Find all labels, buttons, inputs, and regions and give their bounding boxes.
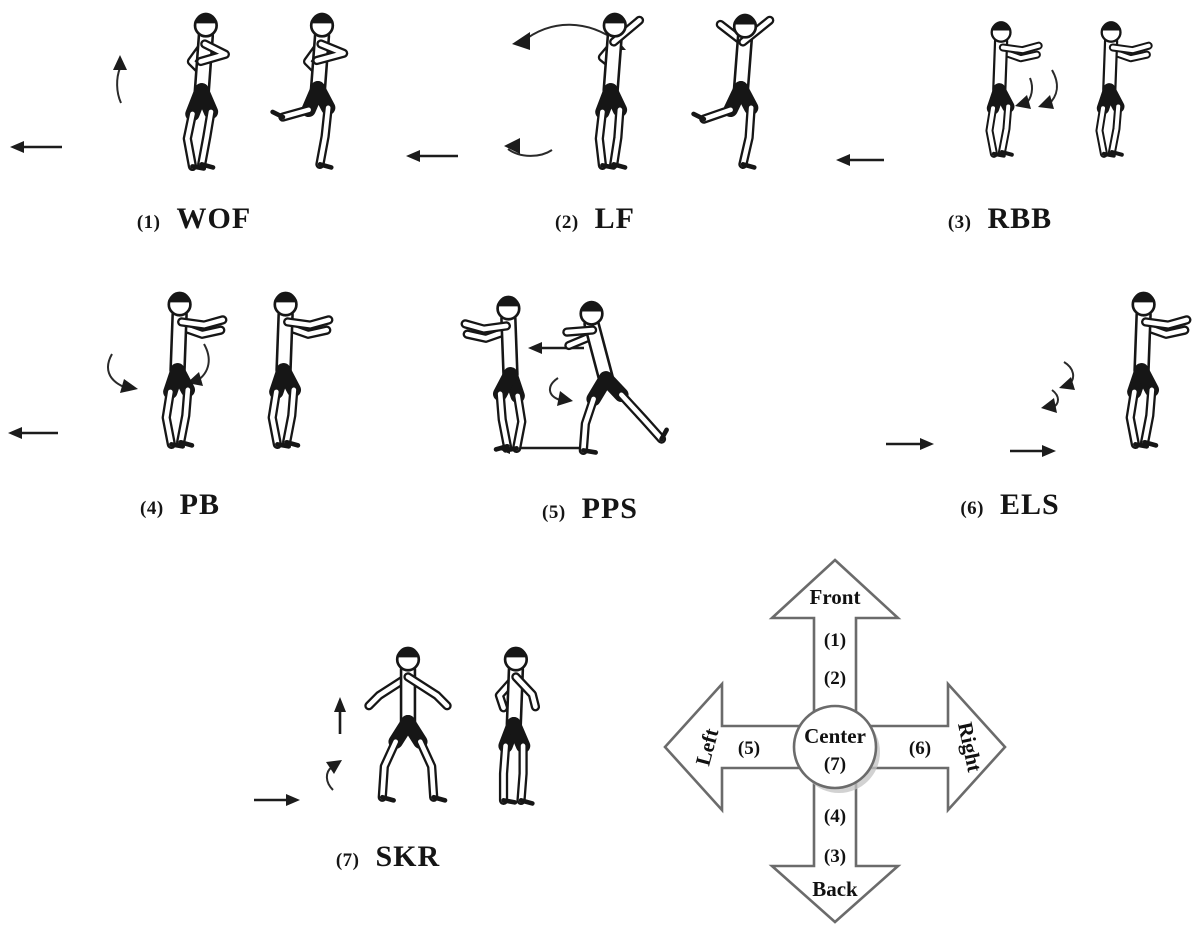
movement-group-4: (4) PB xyxy=(8,286,352,522)
motion-arrow-left-icon xyxy=(836,154,884,166)
compass-back-label: Back xyxy=(812,877,858,901)
person-pose-6b xyxy=(1130,292,1187,447)
movement-number: (2) xyxy=(555,212,579,233)
center-circle xyxy=(792,704,878,790)
movement-label-3: (3) RBB xyxy=(948,202,1052,236)
compass-center-num: (7) xyxy=(824,754,846,775)
front-seq-2: (2) xyxy=(824,668,846,689)
person-pose-7b xyxy=(499,647,535,804)
movement-code: PB xyxy=(179,488,220,521)
left-seq: (5) xyxy=(738,738,760,759)
compass-front-label: Front xyxy=(810,585,861,609)
movement-group-3: (3) RBB xyxy=(820,10,1180,236)
motion-arrow-left-hand-icon xyxy=(528,342,584,354)
motion-arrow-left-icon xyxy=(8,427,58,439)
pose-sequence-illustration-3 xyxy=(836,10,1180,166)
person-pose-2b xyxy=(694,14,770,168)
movement-code: LF xyxy=(594,202,635,235)
movement-number: (1) xyxy=(136,212,161,233)
movement-code: SKR xyxy=(375,840,441,873)
movement-code: RBB xyxy=(987,202,1053,235)
pose-sequence-illustration-7 xyxy=(254,642,564,822)
compass-diagram: Front (1) (2) Center (7) (4) (3) Back (5… xyxy=(663,558,1007,924)
movement-number: (3) xyxy=(947,212,972,233)
motion-arrow-torso-curve-icon xyxy=(549,377,573,406)
motion-arrow-right-icon xyxy=(254,794,300,806)
movement-label-4: (4) PB xyxy=(140,488,220,522)
movement-label-6: (6) ELS xyxy=(960,488,1059,522)
motion-arrow-right-foot-icon xyxy=(886,438,1056,457)
compass-center-label: Center xyxy=(804,724,866,748)
motion-arrow-foot-arc-icon xyxy=(504,138,553,157)
movement-number: (5) xyxy=(542,502,566,523)
movement-code: WOF xyxy=(176,202,252,235)
direction-compass: Front (1) (2) Center (7) (4) (3) Back (5… xyxy=(652,550,1014,937)
movement-number: (6) xyxy=(960,498,984,519)
pose-sequence-illustration-1 xyxy=(10,6,380,186)
movement-number: (4) xyxy=(140,498,164,519)
motion-arrow-left-icon xyxy=(406,150,458,162)
motion-arrow-left-icon xyxy=(10,141,62,153)
movement-group-7: (7) SKR xyxy=(212,642,564,874)
movement-group-5: (5) PPS xyxy=(408,290,772,526)
person-pose-5b xyxy=(465,296,522,451)
movement-label-2: (2) LF xyxy=(555,202,635,236)
motion-arrow-curved-down-icon xyxy=(1015,69,1058,109)
front-seq-1: (1) xyxy=(824,630,846,651)
movement-label-1: (1) WOF xyxy=(137,202,251,236)
person-pose-4a xyxy=(166,292,223,447)
person-pose-2a xyxy=(599,13,639,168)
person-pose-7a xyxy=(369,647,447,801)
movement-code: PPS xyxy=(581,492,638,525)
person-pose-3b xyxy=(1099,21,1148,156)
movement-number: (7) xyxy=(335,850,360,871)
movement-label-5: (5) PPS xyxy=(542,492,638,526)
person-pose-1b xyxy=(273,13,344,168)
movement-label-7: (7) SKR xyxy=(336,840,440,874)
pose-sequence-illustration-4 xyxy=(8,286,352,466)
motion-arrow-up-icon xyxy=(325,697,346,791)
back-seq-1: (4) xyxy=(824,806,846,827)
movement-group-6: (6) ELS xyxy=(828,286,1192,522)
motion-arrow-up-icon xyxy=(113,55,127,104)
movement-group-2: (2) LF xyxy=(400,6,790,236)
person-pose-5a xyxy=(567,301,667,453)
motion-arrow-curve-icon xyxy=(1041,361,1075,413)
pose-sequence-illustration-6 xyxy=(828,286,1192,457)
back-seq-2: (3) xyxy=(824,846,846,867)
person-pose-4b xyxy=(272,292,329,447)
movement-code: ELS xyxy=(999,488,1060,521)
pose-sequence-illustration-2 xyxy=(406,6,790,186)
pose-sequence-illustration-5 xyxy=(408,290,772,470)
person-pose-1a xyxy=(187,13,225,169)
right-seq: (6) xyxy=(909,738,931,759)
movement-group-1: (1) WOF xyxy=(8,6,380,236)
